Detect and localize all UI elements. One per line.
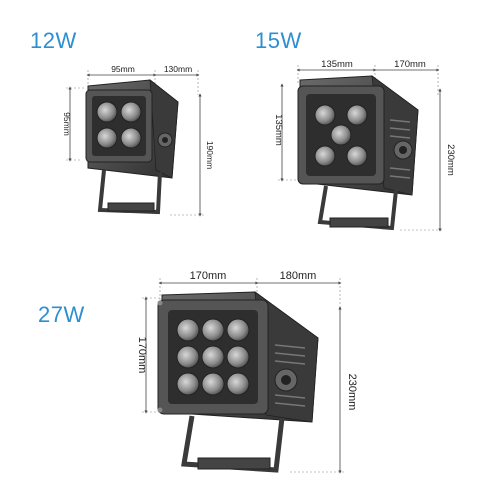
dim-depth-label-15w: 170mm: [394, 59, 426, 70]
led-lens: [120, 127, 142, 149]
power-label-15w: 15W: [255, 28, 302, 53]
power-label-27w: 27W: [38, 302, 85, 327]
dim-front-height-label-12w: 95mm: [62, 112, 72, 136]
fixture-12w: 95mm 130mm 95mm 190mm: [62, 64, 215, 217]
led-lens: [226, 345, 250, 369]
dim-front-height-label-15w: 135mm: [273, 114, 284, 146]
led-lens: [96, 127, 118, 149]
led-lens: [314, 145, 336, 167]
led-lens: [346, 145, 368, 167]
dim-depth-label-12w: 130mm: [164, 64, 192, 74]
dim-width-label-12w: 95mm: [111, 64, 135, 74]
led-lens: [120, 101, 142, 123]
dim-depth-label-27w: 180mm: [280, 270, 317, 282]
led-lens: [176, 345, 200, 369]
led-lens: [314, 104, 336, 126]
led-lens: [346, 104, 368, 126]
led-lens: [226, 318, 250, 342]
dim-width-label-27w: 170mm: [190, 270, 227, 282]
dim-width-label-15w: 135mm: [321, 59, 353, 70]
led-lens: [201, 345, 225, 369]
fixture-27w: 170mm 180mm 170mm 230mm: [136, 270, 358, 474]
led-lens: [96, 101, 118, 123]
led-lens: [226, 372, 250, 396]
power-label-12w: 12W: [30, 28, 77, 53]
dim-total-height-label-15w: 230mm: [445, 144, 456, 176]
dim-total-height-label-12w: 190mm: [205, 141, 215, 169]
fixture-15w: 135mm 170mm 135mm 230mm: [273, 59, 456, 232]
led-lens: [201, 318, 225, 342]
led-lens: [176, 318, 200, 342]
led-lens: [176, 372, 200, 396]
led-lens: [201, 372, 225, 396]
dim-front-height-label-27w: 170mm: [136, 337, 148, 374]
dim-total-height-label-27w: 230mm: [346, 374, 358, 411]
led-lens: [330, 124, 352, 146]
